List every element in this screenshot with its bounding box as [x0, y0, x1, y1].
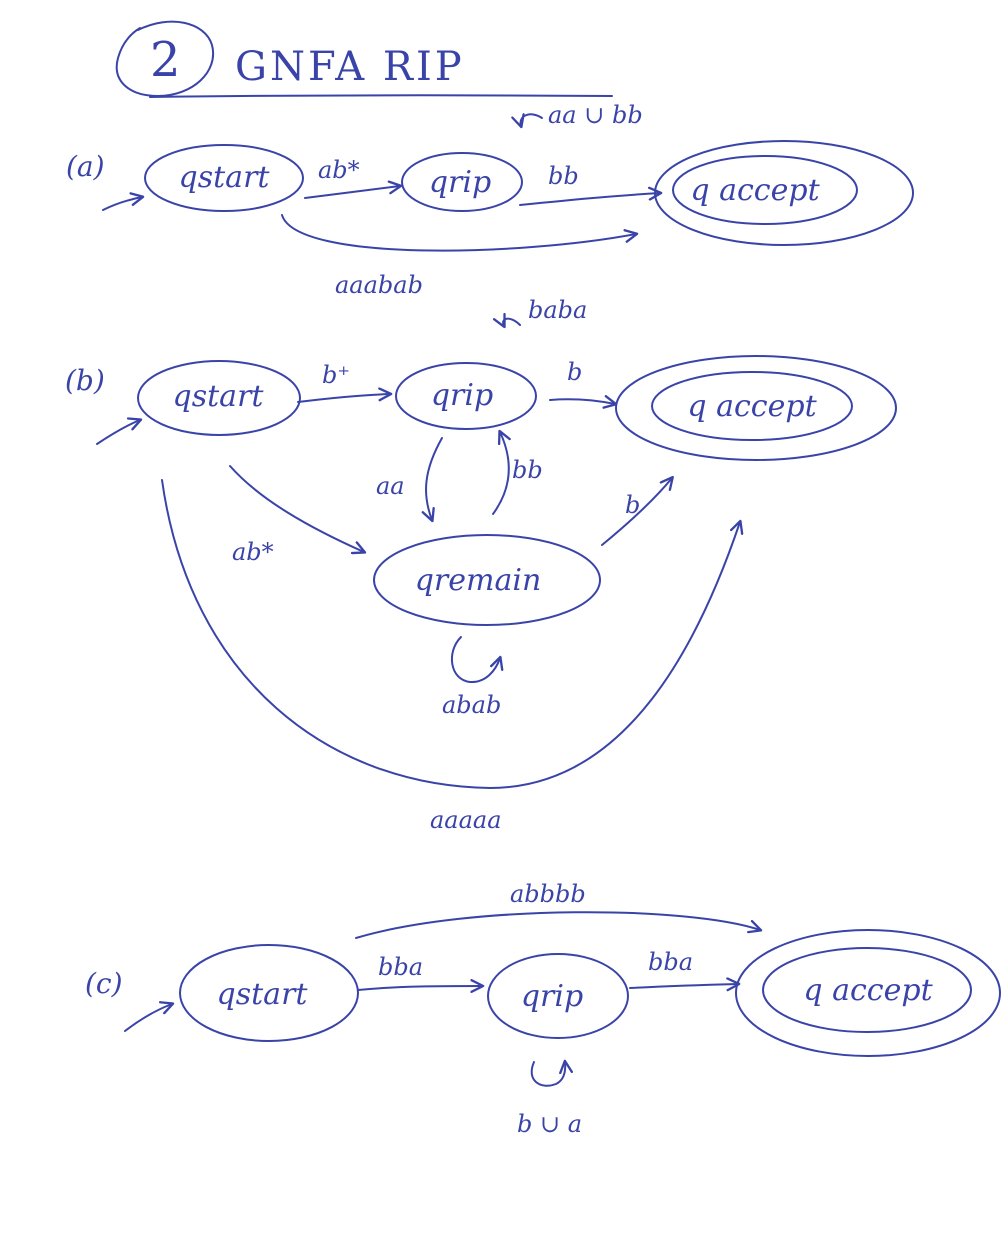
edge-b-start-remain-label: ab* — [232, 538, 274, 566]
loop-c-rip — [530, 1059, 574, 1087]
state-qstart-b-label: qstart — [173, 379, 265, 414]
loop-a-rip — [511, 113, 543, 129]
start-arrow-b — [96, 417, 143, 445]
state-qremain-b — [373, 534, 601, 626]
title-block: 2 GNFA RIP — [115, 20, 613, 98]
edge-b-start-remain — [229, 465, 367, 555]
start-arrow-a — [102, 192, 145, 211]
title-number: 2 — [150, 32, 181, 88]
edge-a-rip-accept — [519, 186, 663, 206]
state-qaccept-a-inner — [672, 155, 858, 225]
title-number-circle — [115, 20, 215, 97]
part-c-label: (c) — [85, 967, 123, 1000]
state-qaccept-a-label: q accept — [690, 173, 820, 208]
title-text: GNFA RIP — [235, 44, 465, 90]
loop-b-rip-label: baba — [528, 296, 587, 324]
start-arrow-c — [124, 1001, 175, 1032]
loop-c-rip-label: b ∪ a — [517, 1110, 582, 1138]
state-qaccept-b-label: q accept — [687, 389, 817, 424]
edge-b-remain-rip-label: bb — [512, 456, 543, 484]
state-qaccept-c-label: q accept — [803, 973, 933, 1008]
edge-c-start-accept — [355, 911, 763, 939]
state-qremain-b-label: qremain — [415, 563, 542, 598]
diagram-c: (c) qstart qrip q accept abbbb bba bba b… — [85, 880, 1001, 1138]
state-qrip-a-label: qrip — [429, 165, 491, 200]
edge-b-start-accept — [161, 479, 744, 789]
loop-b-remain-label: abab — [442, 691, 501, 719]
edge-c-rip-accept — [629, 977, 741, 992]
state-qstart-c-label: qstart — [217, 977, 309, 1012]
state-qstart-c — [179, 944, 359, 1042]
edge-b-start-accept-label: aaaaa — [430, 806, 502, 834]
edge-c-start-rip-label: bba — [378, 953, 423, 981]
edge-a-start-rip-label: ab* — [318, 156, 360, 184]
edge-b-remain-rip — [492, 429, 511, 515]
edge-b-rip-accept — [549, 395, 618, 409]
edge-b-rip-remain — [421, 437, 443, 523]
loop-a-rip-label: aa ∪ bb — [548, 101, 643, 129]
state-qrip-b — [395, 362, 537, 430]
edge-c-start-rip — [357, 979, 485, 994]
edge-c-start-accept-label: abbbb — [510, 880, 586, 908]
diagram-b: (b) qstart qrip q accept qremain b⁺ b ba… — [65, 296, 897, 834]
diagram-a: (a) qstart qrip q accept ab* bb aa ∪ bb … — [66, 101, 914, 299]
edge-b-start-rip — [297, 387, 393, 403]
state-qrip-c-label: qrip — [521, 979, 583, 1014]
edge-b-remain-accept — [601, 475, 674, 546]
state-qaccept-c-inner — [762, 947, 972, 1033]
edge-b-remain-accept-label: b — [625, 491, 640, 519]
loop-b-rip — [492, 312, 521, 329]
edge-a-start-accept — [281, 214, 639, 252]
edge-a-start-accept-label: aaabab — [335, 271, 423, 299]
state-qaccept-c-outer — [735, 929, 1001, 1057]
state-qaccept-b-inner — [651, 371, 853, 441]
edge-a-rip-accept-label: bb — [548, 162, 579, 190]
loop-b-remain — [450, 636, 504, 684]
state-qrip-b-label: qrip — [431, 378, 493, 413]
state-qstart-a-label: qstart — [179, 160, 271, 195]
edge-b-rip-remain-label: aa — [376, 472, 405, 500]
state-qrip-c — [487, 953, 629, 1039]
part-b-label: (b) — [65, 364, 105, 397]
state-qstart-a — [144, 144, 304, 212]
edge-b-start-rip-label: b⁺ — [322, 361, 350, 389]
edge-a-start-rip — [304, 180, 403, 199]
edge-c-rip-accept-label: bba — [648, 948, 693, 976]
part-a-label: (a) — [66, 150, 105, 183]
state-qstart-b — [137, 360, 301, 436]
edge-b-rip-accept-label: b — [567, 358, 582, 386]
title-underline — [149, 94, 613, 98]
